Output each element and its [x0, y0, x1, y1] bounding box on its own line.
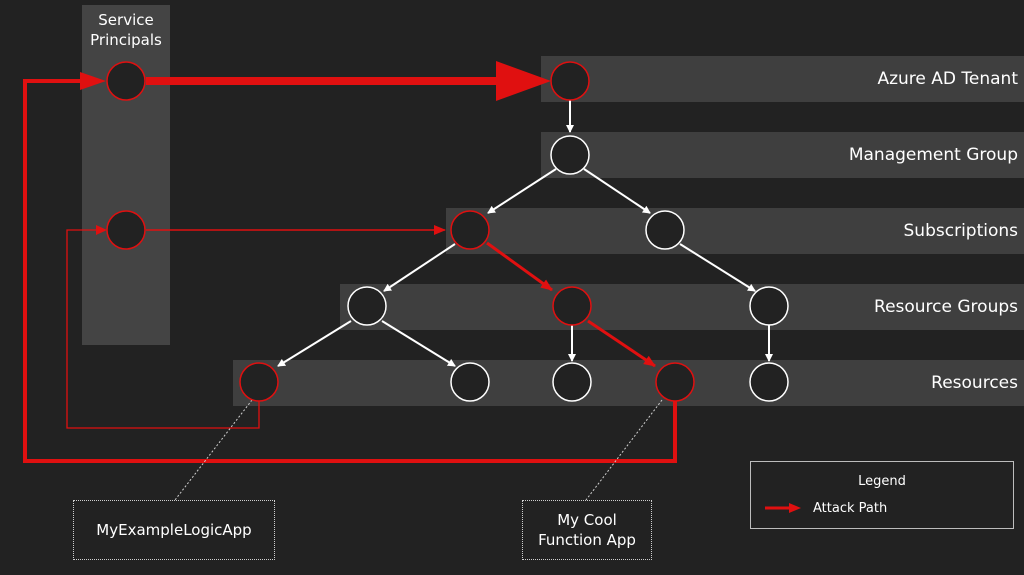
attack-edge-rg-to-functionapp [587, 319, 656, 368]
node-sp-1 [106, 61, 146, 101]
node-rg-right [749, 286, 789, 326]
node-rg-mid [552, 286, 592, 326]
node-res-functionapp [655, 362, 695, 402]
node-subscription-right [645, 210, 685, 250]
callout-connectors [174, 399, 663, 501]
node-sp-2 [106, 210, 146, 250]
management-group-band [541, 132, 1024, 178]
attack-arrowhead-sp1 [80, 72, 106, 90]
resource-groups-band [340, 284, 1024, 330]
hierarchy-edges [277, 100, 773, 367]
node-subscription-left [450, 210, 490, 250]
legend-attack-path-swatch [765, 503, 801, 513]
edge-mg-to-sub-right [583, 168, 651, 214]
attack-edge-sub-to-rg [486, 241, 553, 292]
node-res-2 [450, 362, 490, 402]
edge-sub-left-to-rg-left [383, 243, 456, 292]
tier-label-management-group: Management Group [848, 145, 1018, 165]
subscriptions-band [446, 208, 1024, 254]
legend-title: Legend [858, 474, 906, 489]
resources-band [233, 360, 1024, 406]
node-res-5 [749, 362, 789, 402]
attack-edge-functionapp-to-sp1 [23, 79, 677, 463]
attack-arrowhead-tenant [496, 61, 551, 101]
node-management-group [550, 135, 590, 175]
attack-edge-logicapp-to-sp2 [66, 229, 260, 429]
node-rg-left [347, 286, 387, 326]
callout-logic-app: MyExampleLogicApp [73, 500, 275, 560]
edge-rg-left-to-res-logicapp [277, 320, 352, 367]
attack-arrowhead-sp2 [96, 225, 107, 235]
node-res-logicapp [239, 362, 279, 402]
tier-label-subscriptions: Subscriptions [903, 221, 1018, 241]
edge-mg-to-sub-left [487, 168, 557, 214]
node-res-3 [552, 362, 592, 402]
nodes [106, 61, 789, 402]
node-tenant [550, 61, 590, 101]
connector-functionapp [585, 399, 663, 501]
tier-label-resources: Resources [931, 373, 1018, 393]
legend: Legend Attack Path [750, 461, 1014, 529]
service-principals-title: Service Principals [90, 11, 162, 49]
legend-attack-path-label: Attack Path [813, 501, 888, 516]
attack-path [23, 61, 677, 463]
tier-label-tenant: Azure AD Tenant [877, 69, 1018, 89]
tenant-band [541, 56, 1024, 102]
connector-logicapp [174, 399, 253, 501]
tier-label-resource-groups: Resource Groups [874, 297, 1018, 317]
edge-rg-left-to-res-2 [381, 320, 456, 367]
edge-sub-right-to-rg-right [679, 243, 756, 292]
callout-function-app: My Cool Function App [522, 500, 652, 560]
